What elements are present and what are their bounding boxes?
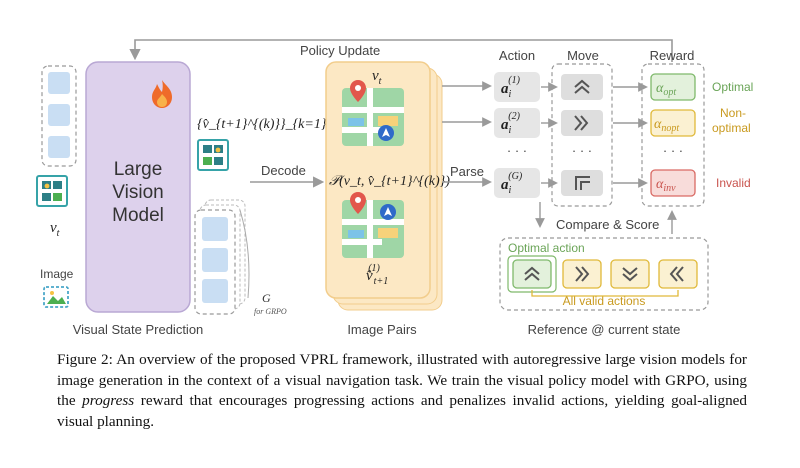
- reward-nonoptimal: αnopt: [650, 109, 696, 137]
- location-pin-icon: [350, 80, 366, 102]
- move-column-frame: [551, 63, 613, 207]
- move-column-header: Move: [567, 48, 599, 63]
- reward-optimal: αopt: [650, 73, 696, 101]
- pair-top-label: vt: [372, 68, 382, 87]
- caption-prefix: Figure 2: An overview of the proposed VP…: [57, 351, 747, 409]
- input-state-icon: [36, 175, 68, 207]
- reference-label: Reference @ current state: [528, 322, 681, 337]
- move-ellipsis: · · ·: [572, 143, 592, 158]
- reward-invalid-label: Invalid: [716, 176, 751, 190]
- move-up-icon: [561, 74, 603, 100]
- all-valid-actions-label: All valid actions: [563, 294, 646, 308]
- decode-label: Decode: [261, 163, 306, 178]
- vprl-framework-figure: Policy Update vt Image Large Vision Mode…: [36, 39, 753, 337]
- ref-right-icon: [562, 259, 602, 289]
- compare-score-label: Compare & Score: [556, 217, 659, 232]
- svg-text:ai(2): ai(2): [501, 111, 521, 136]
- svg-text:αopt: αopt: [656, 81, 676, 98]
- action-column-header: Action: [499, 48, 535, 63]
- group-letter: G: [262, 291, 271, 305]
- svg-text:αinv: αinv: [656, 177, 676, 194]
- parse-label: Parse: [450, 164, 484, 179]
- predicted-state-icon: [197, 139, 229, 171]
- ref-up-icon: [512, 259, 552, 289]
- move-corner-icon: [561, 170, 603, 196]
- input-tile-column: [41, 65, 77, 167]
- sample-set-label: {v̂_{t+1}^{(k)}}_{k=1}^{G}: [197, 117, 354, 132]
- policy-update-arrow: [129, 39, 673, 62]
- ref-left-icon: [658, 259, 698, 289]
- policy-update-label: Policy Update: [300, 43, 380, 58]
- reward-ellipsis: · · ·: [663, 143, 683, 158]
- input-state-label: vt: [50, 220, 60, 239]
- output-tile-stack: [194, 199, 250, 315]
- ref-down-icon: [610, 259, 650, 289]
- action-box-1: ai(1): [494, 72, 540, 102]
- flame-icon: [152, 80, 172, 108]
- large-vision-model-block: [85, 61, 191, 313]
- group-note: for GRPO: [254, 307, 287, 316]
- image-pairs-label: Image Pairs: [347, 322, 417, 337]
- move-right-icon: [561, 110, 603, 136]
- reward-invalid: αinv: [650, 169, 696, 197]
- caption-emphasis: progress: [82, 392, 135, 409]
- image-icon: [43, 286, 69, 308]
- model-line-1: Large: [114, 159, 163, 180]
- map-top: [342, 88, 404, 146]
- location-pin-icon: [350, 192, 366, 214]
- pair-bottom-label: v̂t+1(1): [366, 263, 388, 287]
- visual-state-prediction-label: Visual State Prediction: [73, 322, 204, 337]
- optimal-action-label: Optimal action: [508, 241, 585, 255]
- svg-text:ai(1): ai(1): [501, 75, 521, 100]
- svg-text:αnopt: αnopt: [654, 117, 679, 134]
- svg-text:ai(G): ai(G): [501, 171, 523, 196]
- navigation-arrow-icon: [380, 204, 396, 220]
- all-valid-bracket: [531, 290, 679, 297]
- caption-suffix: reward that encourages progressing actio…: [57, 392, 747, 430]
- reward-optimal-label: Optimal: [712, 80, 753, 94]
- action-box-g: ai(G): [494, 168, 540, 198]
- image-label: Image: [40, 267, 74, 281]
- action-box-2: ai(2): [494, 108, 540, 138]
- reference-frame: [499, 237, 709, 311]
- figure-caption: Figure 2: An overview of the proposed VP…: [57, 350, 747, 432]
- action-ellipsis: · · ·: [507, 143, 527, 158]
- model-line-2: Vision: [112, 182, 163, 203]
- pair-mid-label: 𝒫(v_t, v̂_{t+1}^{(k)}): [329, 174, 450, 189]
- reward-column-header: Reward: [650, 48, 695, 63]
- model-line-3: Model: [112, 205, 164, 226]
- reward-column-frame: [641, 63, 705, 207]
- navigation-arrow-icon: [378, 125, 394, 141]
- reward-nonoptimal-label: Non-optimal: [712, 106, 751, 135]
